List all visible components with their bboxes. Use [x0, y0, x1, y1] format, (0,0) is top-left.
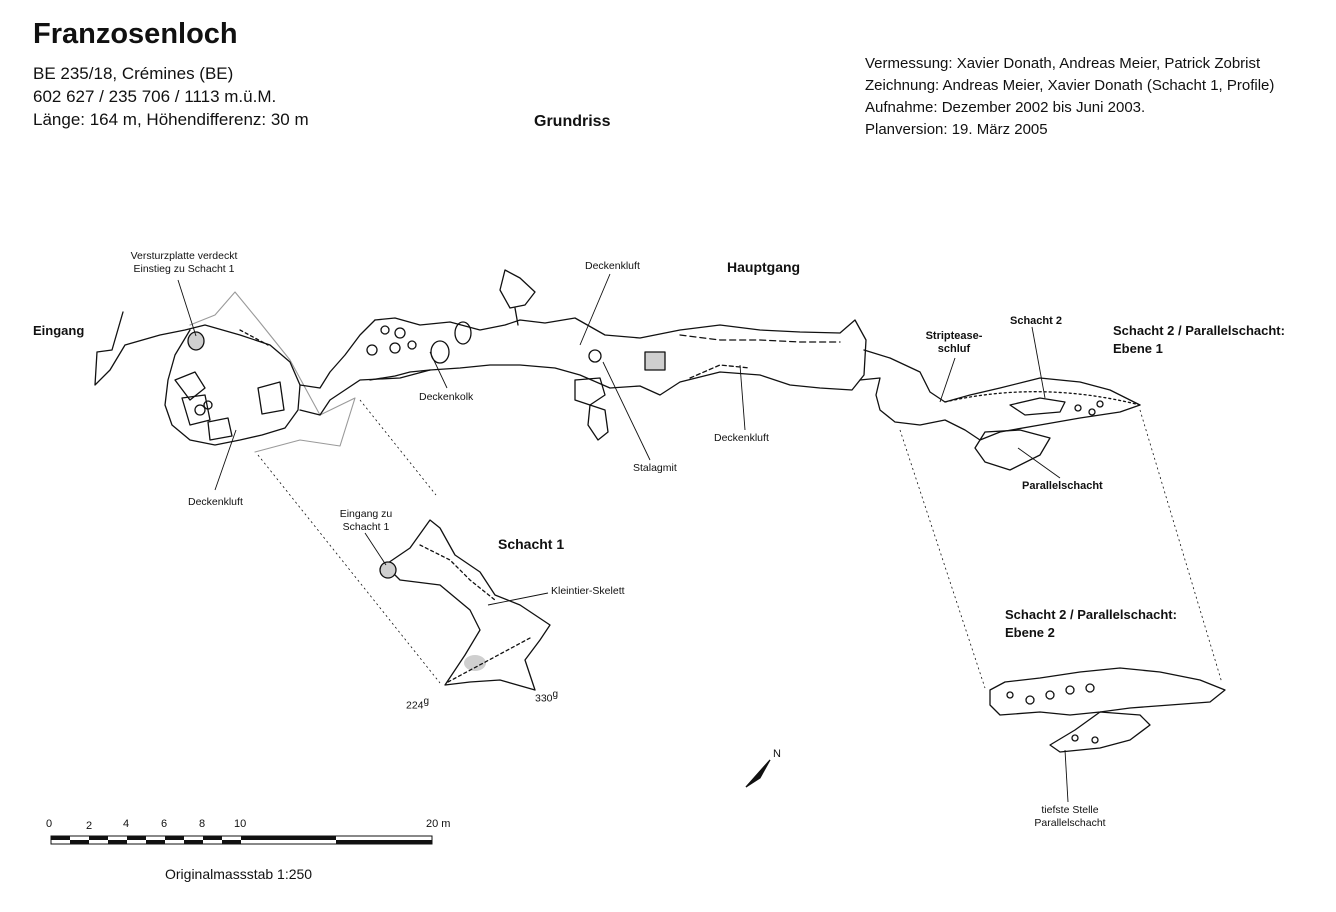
map-title: Franzosenloch — [33, 18, 238, 50]
label-ebene-1: Schacht 2 / Parallelschacht: Ebene 1 — [1113, 322, 1285, 358]
credit-survey: Vermessung: Xavier Donath, Andreas Meier… — [865, 55, 1261, 72]
credit-version: Planversion: 19. März 2005 — [865, 121, 1048, 138]
scale-tick-8: 8 — [199, 818, 206, 830]
plan-type-heading: Grundriss — [534, 113, 611, 130]
label-deckenkluft-mid: Deckenkluft — [714, 432, 769, 444]
scale-tick-4: 4 — [123, 818, 130, 830]
bearing-330-unit: g — [552, 689, 559, 700]
label-deckenkluft-top: Deckenkluft — [585, 260, 640, 272]
scale-caption: Originalmassstab 1:250 — [165, 866, 313, 882]
label-ebene-1-line1: Schacht 2 / Parallelschacht: — [1113, 323, 1285, 338]
scale-tick-10: 10 — [234, 818, 247, 830]
label-ebene-2-line2: Ebene 2 — [1005, 625, 1055, 640]
survey-credits: Vermessung: Xavier Donath, Andreas Meier… — [865, 53, 1274, 141]
label-deckenkluft-left: Deckenkluft — [188, 496, 243, 508]
credit-recording: Aufnahme: Dezember 2002 bis Juni 2003. — [865, 99, 1146, 116]
label-eingang: Eingang — [33, 323, 85, 338]
label-ebene-2: Schacht 2 / Parallelschacht: Ebene 2 — [1005, 606, 1177, 642]
label-schacht-1: Schacht 1 — [498, 536, 565, 552]
north-arrow — [745, 759, 771, 788]
label-ebene-1-line2: Ebene 1 — [1113, 341, 1163, 356]
credit-drawing: Zeichnung: Andreas Meier, Xavier Donath … — [865, 77, 1275, 94]
label-stripteaseschluf-line1: Striptease- — [925, 330, 983, 342]
scale-bar — [50, 835, 433, 845]
label-eingang-schacht-1: Eingang zu Schacht 1 — [335, 508, 397, 534]
scale-tick-0: 0 — [46, 818, 53, 830]
bearing-330-value: 330 — [535, 692, 553, 705]
scale-tick-2: 2 — [86, 820, 93, 832]
label-ebene-2-line1: Schacht 2 / Parallelschacht: — [1005, 607, 1177, 622]
label-kleintier-skelett: Kleintier-Skelett — [551, 585, 625, 597]
label-stripteaseschluf: Striptease- schluf — [918, 330, 990, 356]
label-eingang-schacht-1-line2: Schacht 1 — [342, 521, 390, 533]
label-tiefste-stelle-line1: tiefste Stelle — [1041, 804, 1099, 816]
label-eingang-schacht-1-line1: Eingang zu — [339, 508, 393, 520]
label-versturzplatte-line2: Einstieg zu Schacht 1 — [133, 263, 235, 275]
label-stripteaseschluf-line2: schluf — [937, 343, 971, 355]
label-versturzplatte: Versturzplatte verdeckt Einstieg zu Scha… — [104, 250, 264, 276]
meta-line-length: Länge: 164 m, Höhendifferenz: 30 m — [33, 110, 309, 129]
label-tiefste-stelle: tiefste Stelle Parallelschacht — [1022, 804, 1118, 830]
bearing-224-value: 224 — [406, 699, 424, 712]
meta-line-coordinates: 602 627 / 235 706 / 1113 m.ü.M. — [33, 87, 277, 106]
north-label: N — [773, 748, 781, 760]
scale-tick-6: 6 — [161, 818, 168, 830]
label-hauptgang: Hauptgang — [727, 259, 801, 275]
cave-metadata: BE 235/18, Crémines (BE) 602 627 / 235 7… — [33, 62, 309, 131]
label-tiefste-stelle-line2: Parallelschacht — [1034, 817, 1106, 829]
scale-tick-20m: 20 m — [426, 818, 451, 830]
meta-line-location: BE 235/18, Crémines (BE) — [33, 64, 234, 83]
label-deckenkolk: Deckenkolk — [419, 391, 474, 403]
bearing-224-unit: g — [423, 696, 430, 707]
label-stalagmit: Stalagmit — [633, 462, 677, 474]
label-versturzplatte-line1: Versturzplatte verdeckt — [130, 250, 238, 262]
label-parallelschacht: Parallelschacht — [1022, 480, 1103, 492]
label-schacht-2: Schacht 2 — [1010, 315, 1062, 327]
label-bearing-224: 224g — [406, 695, 429, 713]
label-bearing-330: 330g — [535, 688, 558, 706]
